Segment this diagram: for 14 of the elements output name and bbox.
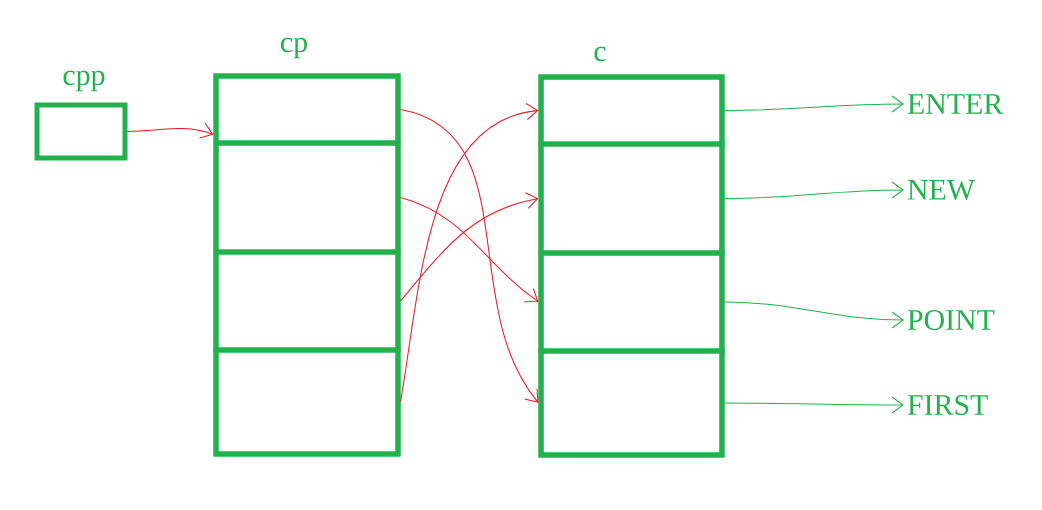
- string-label: ENTER: [907, 94, 1004, 114]
- string-label: NEW: [907, 180, 975, 200]
- arrow: [723, 396, 904, 414]
- variable-name: c: [594, 46, 606, 62]
- string-label: POINT: [907, 309, 995, 331]
- string-label: FIRST: [907, 394, 988, 416]
- array-cell: [213, 347, 401, 457]
- array-cell: [538, 348, 725, 458]
- arrow: [723, 181, 904, 200]
- arrow: [126, 122, 214, 139]
- arrow: [723, 95, 904, 113]
- variable-name: cpp: [63, 70, 105, 92]
- variable-name: cp: [281, 37, 307, 59]
- arrow: [723, 301, 904, 329]
